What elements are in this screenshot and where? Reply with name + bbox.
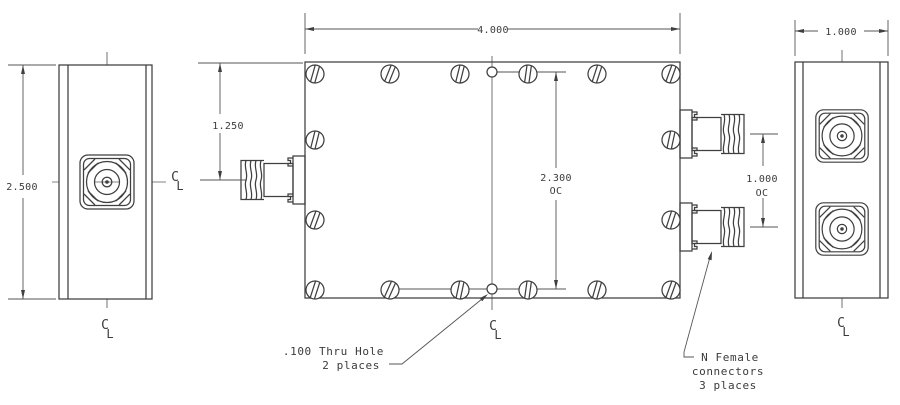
centerline-symbol: C L <box>171 170 184 193</box>
centerline-l: L <box>106 327 113 341</box>
centerline-symbol: C L <box>837 316 850 339</box>
centerline-c: C <box>489 319 497 334</box>
centerline-l: L <box>494 328 501 342</box>
dim-hole-spacing-suffix: OC <box>550 186 563 197</box>
dim-top-width-value: 4.000 <box>477 25 509 36</box>
top-view: 2.300 OC 4.000 <box>198 13 778 342</box>
leader-line <box>683 256 711 358</box>
dimension-output-spacing: 1.000 OC <box>746 133 778 228</box>
dim-end-width-value: 1.000 <box>825 27 857 38</box>
dimension-left-height: 2.500 <box>6 64 56 300</box>
dim-left-height-value: 2.500 <box>6 182 38 193</box>
end-view-outline <box>794 61 889 299</box>
centerline-c: C <box>837 316 845 331</box>
dim-output-spacing-suffix: OC <box>756 188 769 199</box>
dim-hole-spacing-value: 2.300 <box>540 173 572 184</box>
centerline-l: L <box>176 179 183 193</box>
dim-input-offset-value: 1.250 <box>212 121 244 132</box>
left-side-view: 2.500 C L C L <box>6 52 184 341</box>
thru-hole-note-line1: .100 Thru Hole <box>283 345 384 358</box>
centerline-c: C <box>171 170 179 185</box>
n-female-note-line2: connectors <box>692 365 764 378</box>
thru-hole-note: .100 Thru Hole 2 places <box>283 294 488 372</box>
thru-hole-note-line2: 2 places <box>322 359 380 372</box>
n-female-note: N Female connectors 3 places <box>683 251 764 392</box>
dimension-input-offset: 1.250 <box>198 62 303 181</box>
centerline-c: C <box>101 318 109 333</box>
centerline-symbol: C L <box>489 319 502 342</box>
thru-hole-top <box>486 66 498 78</box>
dimension-end-width: 1.000 <box>794 20 889 56</box>
n-female-note-line1: N Female <box>701 351 759 364</box>
dim-output-spacing-value: 1.000 <box>746 174 778 185</box>
leader-line <box>389 298 483 365</box>
dimension-top-width: 4.000 <box>304 13 681 54</box>
centerline-symbol: C L <box>101 318 114 341</box>
n-female-note-line3: 3 places <box>699 379 757 392</box>
thru-hole-bottom <box>486 283 498 295</box>
centerline-l: L <box>842 325 849 339</box>
right-end-view: 1.000 C L <box>794 20 889 339</box>
